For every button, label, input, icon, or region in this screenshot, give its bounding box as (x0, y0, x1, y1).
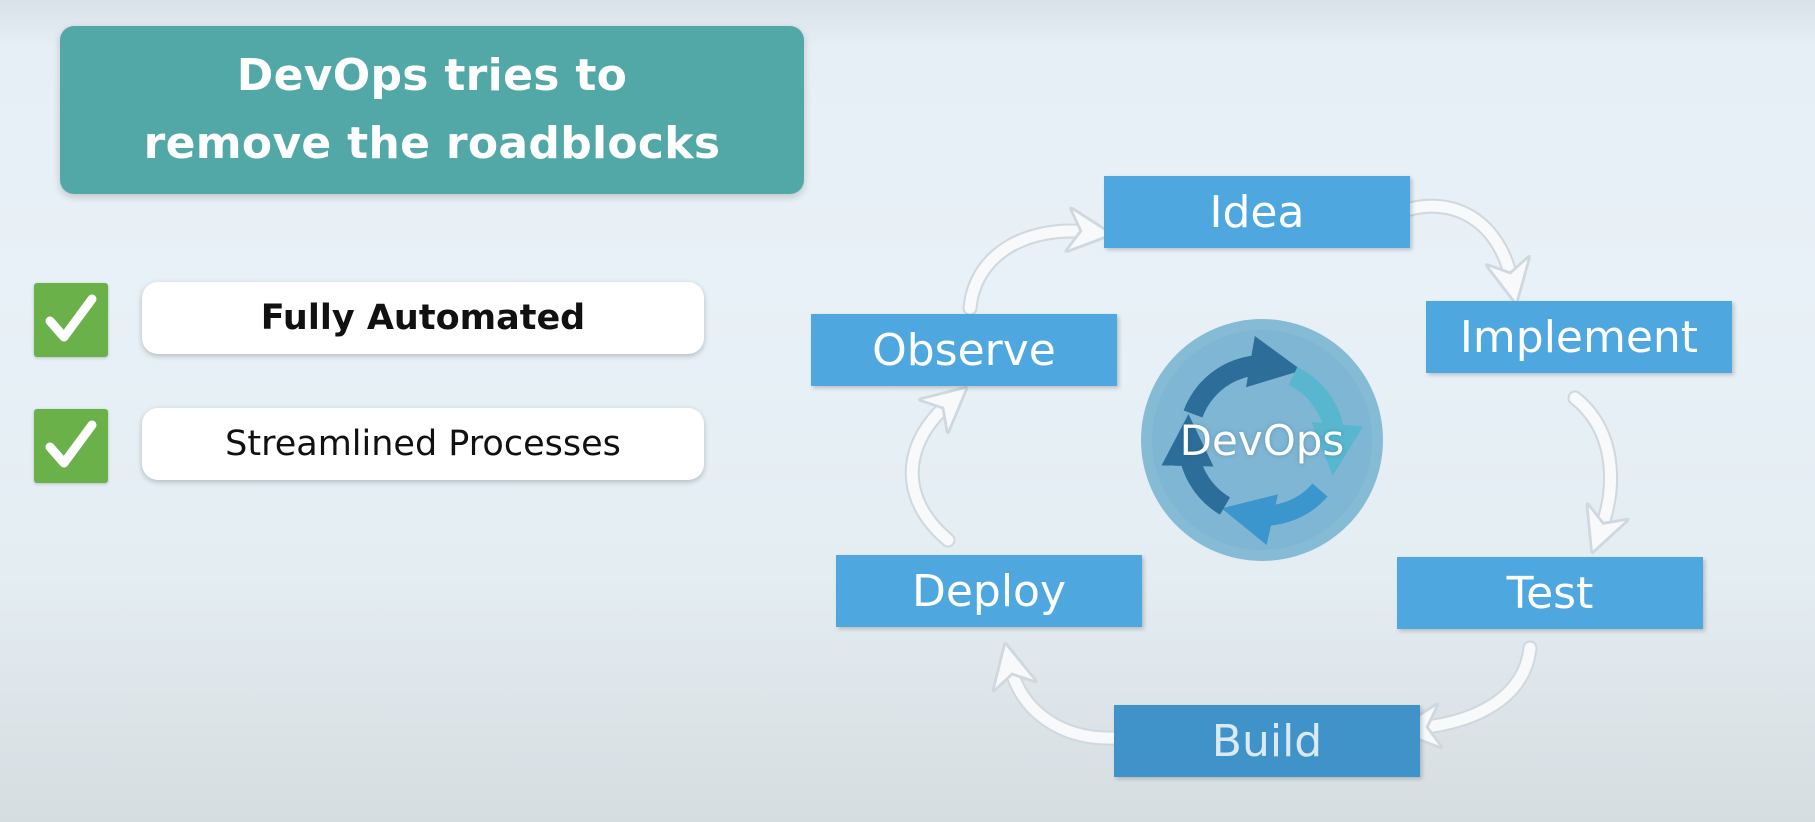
devops-center-label: DevOps (1179, 415, 1345, 465)
stage-test: Test (1397, 557, 1703, 629)
stage-build: Build (1114, 705, 1420, 777)
circular-arrows-icon (1161, 336, 1364, 546)
stage-observe: Observe (811, 314, 1117, 386)
arrow-test-to-build (1418, 640, 1538, 728)
checklist-item-streamlined-processes: Streamlined Processes (34, 408, 704, 483)
check-mark-icon (34, 409, 108, 483)
page-title: DevOps tries to remove the roadblocks (143, 50, 721, 169)
arrow-idea-to-implement (1385, 198, 1512, 282)
stage-idea: Idea (1104, 176, 1410, 248)
arrow-build-to-deploy (1010, 665, 1123, 746)
title-card: DevOps tries to remove the roadblocks (60, 26, 804, 194)
check-mark-icon (34, 283, 108, 357)
arrow-implement-to-test (1567, 390, 1611, 532)
checklist-label: Streamlined Processes (142, 408, 704, 480)
arrow-observe-to-idea (962, 231, 1090, 316)
devops-center-emblem (1141, 319, 1383, 561)
checklist-item-fully-automated: Fully Automated (34, 282, 704, 357)
checklist-label: Fully Automated (142, 282, 704, 354)
stage-implement: Implement (1426, 301, 1732, 373)
arrow-deploy-to-observe (904, 402, 950, 548)
stage-deploy: Deploy (836, 555, 1142, 627)
